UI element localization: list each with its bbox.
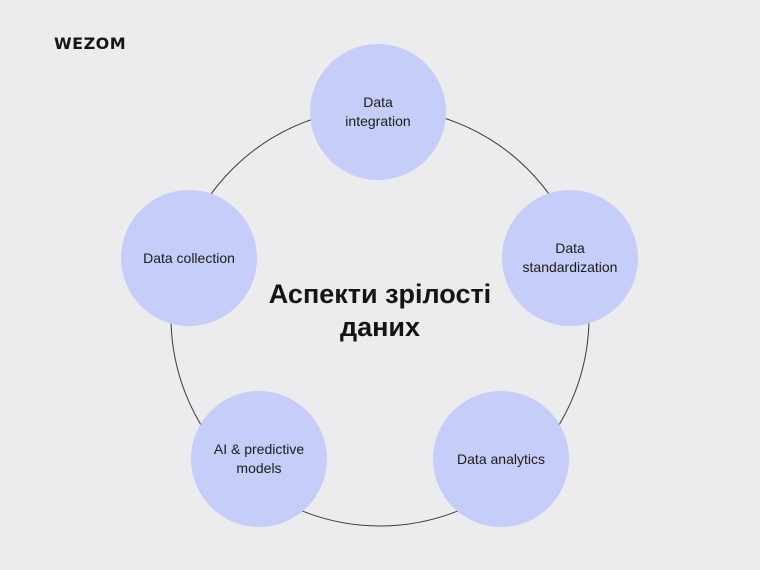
- node-data-integration: Data integration: [310, 44, 446, 180]
- node-label: Data integration: [345, 94, 411, 129]
- node-data-collection: Data collection: [121, 190, 257, 326]
- node-label: AI & predictive models: [213, 441, 305, 476]
- node-data-analytics: Data analytics: [433, 391, 569, 527]
- node-label: Data collection: [143, 249, 235, 266]
- diagram-title: Аспекти зрілості даних: [268, 279, 492, 342]
- node-data-standardization: Data standardization: [502, 190, 638, 326]
- node-ai-predictive-models: AI & predictive models: [191, 391, 327, 527]
- node-label: Data standardization: [522, 240, 618, 275]
- node-label: Data analytics: [457, 450, 545, 467]
- brand-logo: WEZOM: [54, 34, 127, 53]
